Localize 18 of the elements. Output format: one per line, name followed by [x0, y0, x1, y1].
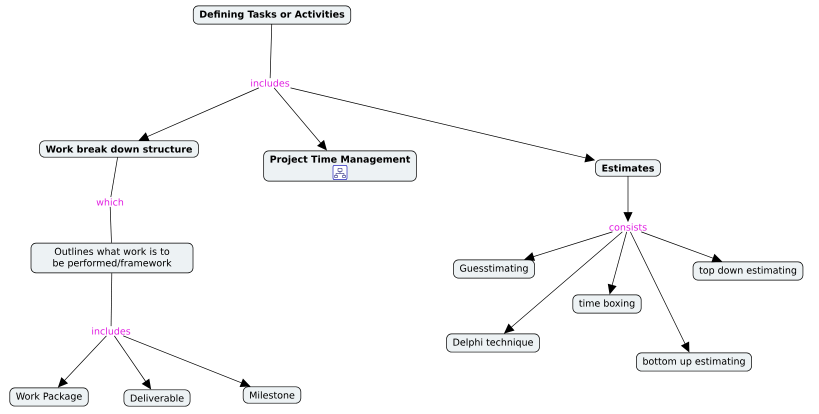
concept-box: Estimates [595, 159, 661, 177]
linking-phrase: consists [608, 222, 648, 232]
concept-box: Work Package [9, 388, 89, 406]
concept-box: Guesstimating [453, 260, 535, 278]
concept-box: Defining Tasks or Activities [192, 6, 352, 24]
arrow [138, 88, 260, 141]
arrow [114, 336, 152, 390]
linking-phrase: includes [249, 78, 291, 88]
linking-phrase: which [95, 197, 125, 207]
concept-box: Milestone [242, 386, 302, 404]
concept-box: Deliverable [124, 389, 190, 407]
concept-box: bottom up estimating [636, 352, 752, 372]
concept-box: Work break down structure [39, 140, 199, 158]
concept-box: time boxing [572, 294, 642, 314]
concept-box: Delphi technique [446, 334, 540, 352]
concept-box: Outlines what work is to be performed/framework [30, 242, 194, 274]
concept-box: top down estimating [692, 262, 804, 280]
linking-phrase: includes [90, 326, 132, 336]
